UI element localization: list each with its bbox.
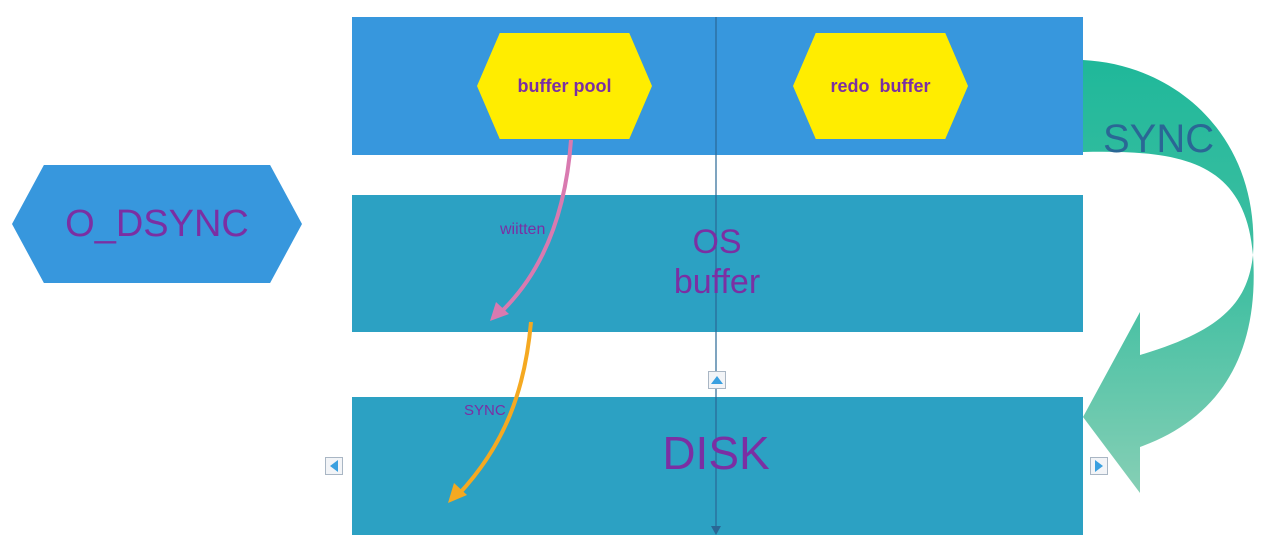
sync-arrow <box>456 321 533 497</box>
o-dsync-node: O_DSYNC <box>12 165 302 283</box>
written-edge-label: wiitten <box>500 221 546 238</box>
disk-band <box>352 397 1083 535</box>
sync-edge-label: SYNC <box>464 402 506 419</box>
os-buffer-label: OS buffer <box>673 223 761 301</box>
triangle-up-icon <box>711 376 723 384</box>
sync-big-arrow <box>1083 60 1254 493</box>
triangle-left-icon <box>330 460 338 472</box>
sync-arrowhead <box>448 483 467 503</box>
disk-label: DISK <box>662 427 770 479</box>
nav-up-button[interactable] <box>708 371 726 389</box>
redo-buffer-node: redo buffer <box>793 33 968 139</box>
os-buffer-band <box>352 195 1083 332</box>
nav-left-button[interactable] <box>325 457 343 475</box>
triangle-right-icon <box>1095 460 1103 472</box>
buffer-pool-node: buffer pool <box>477 33 652 139</box>
center-divider-arrowhead <box>711 526 721 535</box>
sync-big-label: SYNC <box>1103 117 1215 161</box>
written-arrow <box>498 139 573 315</box>
nav-right-button[interactable] <box>1090 457 1108 475</box>
written-arrowhead <box>490 302 509 321</box>
